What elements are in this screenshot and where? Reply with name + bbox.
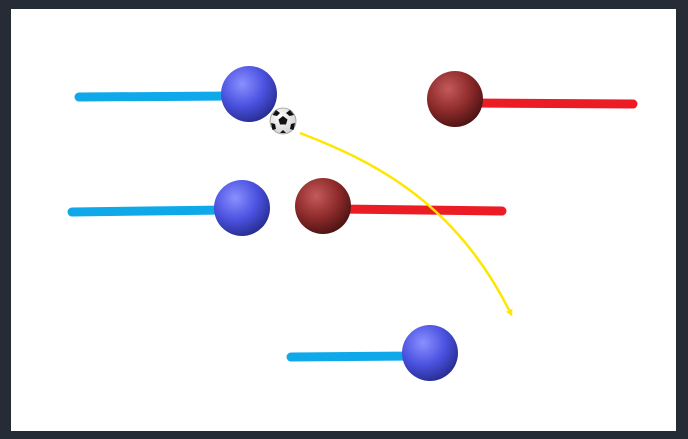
blue-player-ball-1[interactable] — [221, 66, 277, 122]
blue-player-3[interactable] — [286, 325, 458, 381]
blue-rod-1 — [74, 91, 240, 102]
red-player-ball-1[interactable] — [427, 71, 483, 127]
soccer-ball-icon[interactable] — [269, 107, 297, 135]
blue-player-ball-2[interactable] — [214, 180, 270, 236]
blue-player-1[interactable] — [74, 66, 277, 122]
red-rod-1 — [465, 98, 638, 109]
blue-rod-3 — [286, 351, 423, 362]
blue-player-2[interactable] — [67, 180, 270, 236]
red-player-ball-2[interactable] — [295, 178, 351, 234]
pass-arrow — [299, 131, 513, 317]
blue-player-ball-3[interactable] — [402, 325, 458, 381]
red-rod-2 — [332, 204, 507, 216]
blue-rod-2 — [67, 205, 233, 217]
red-player-1[interactable] — [427, 71, 638, 127]
red-player-2[interactable] — [295, 178, 507, 234]
